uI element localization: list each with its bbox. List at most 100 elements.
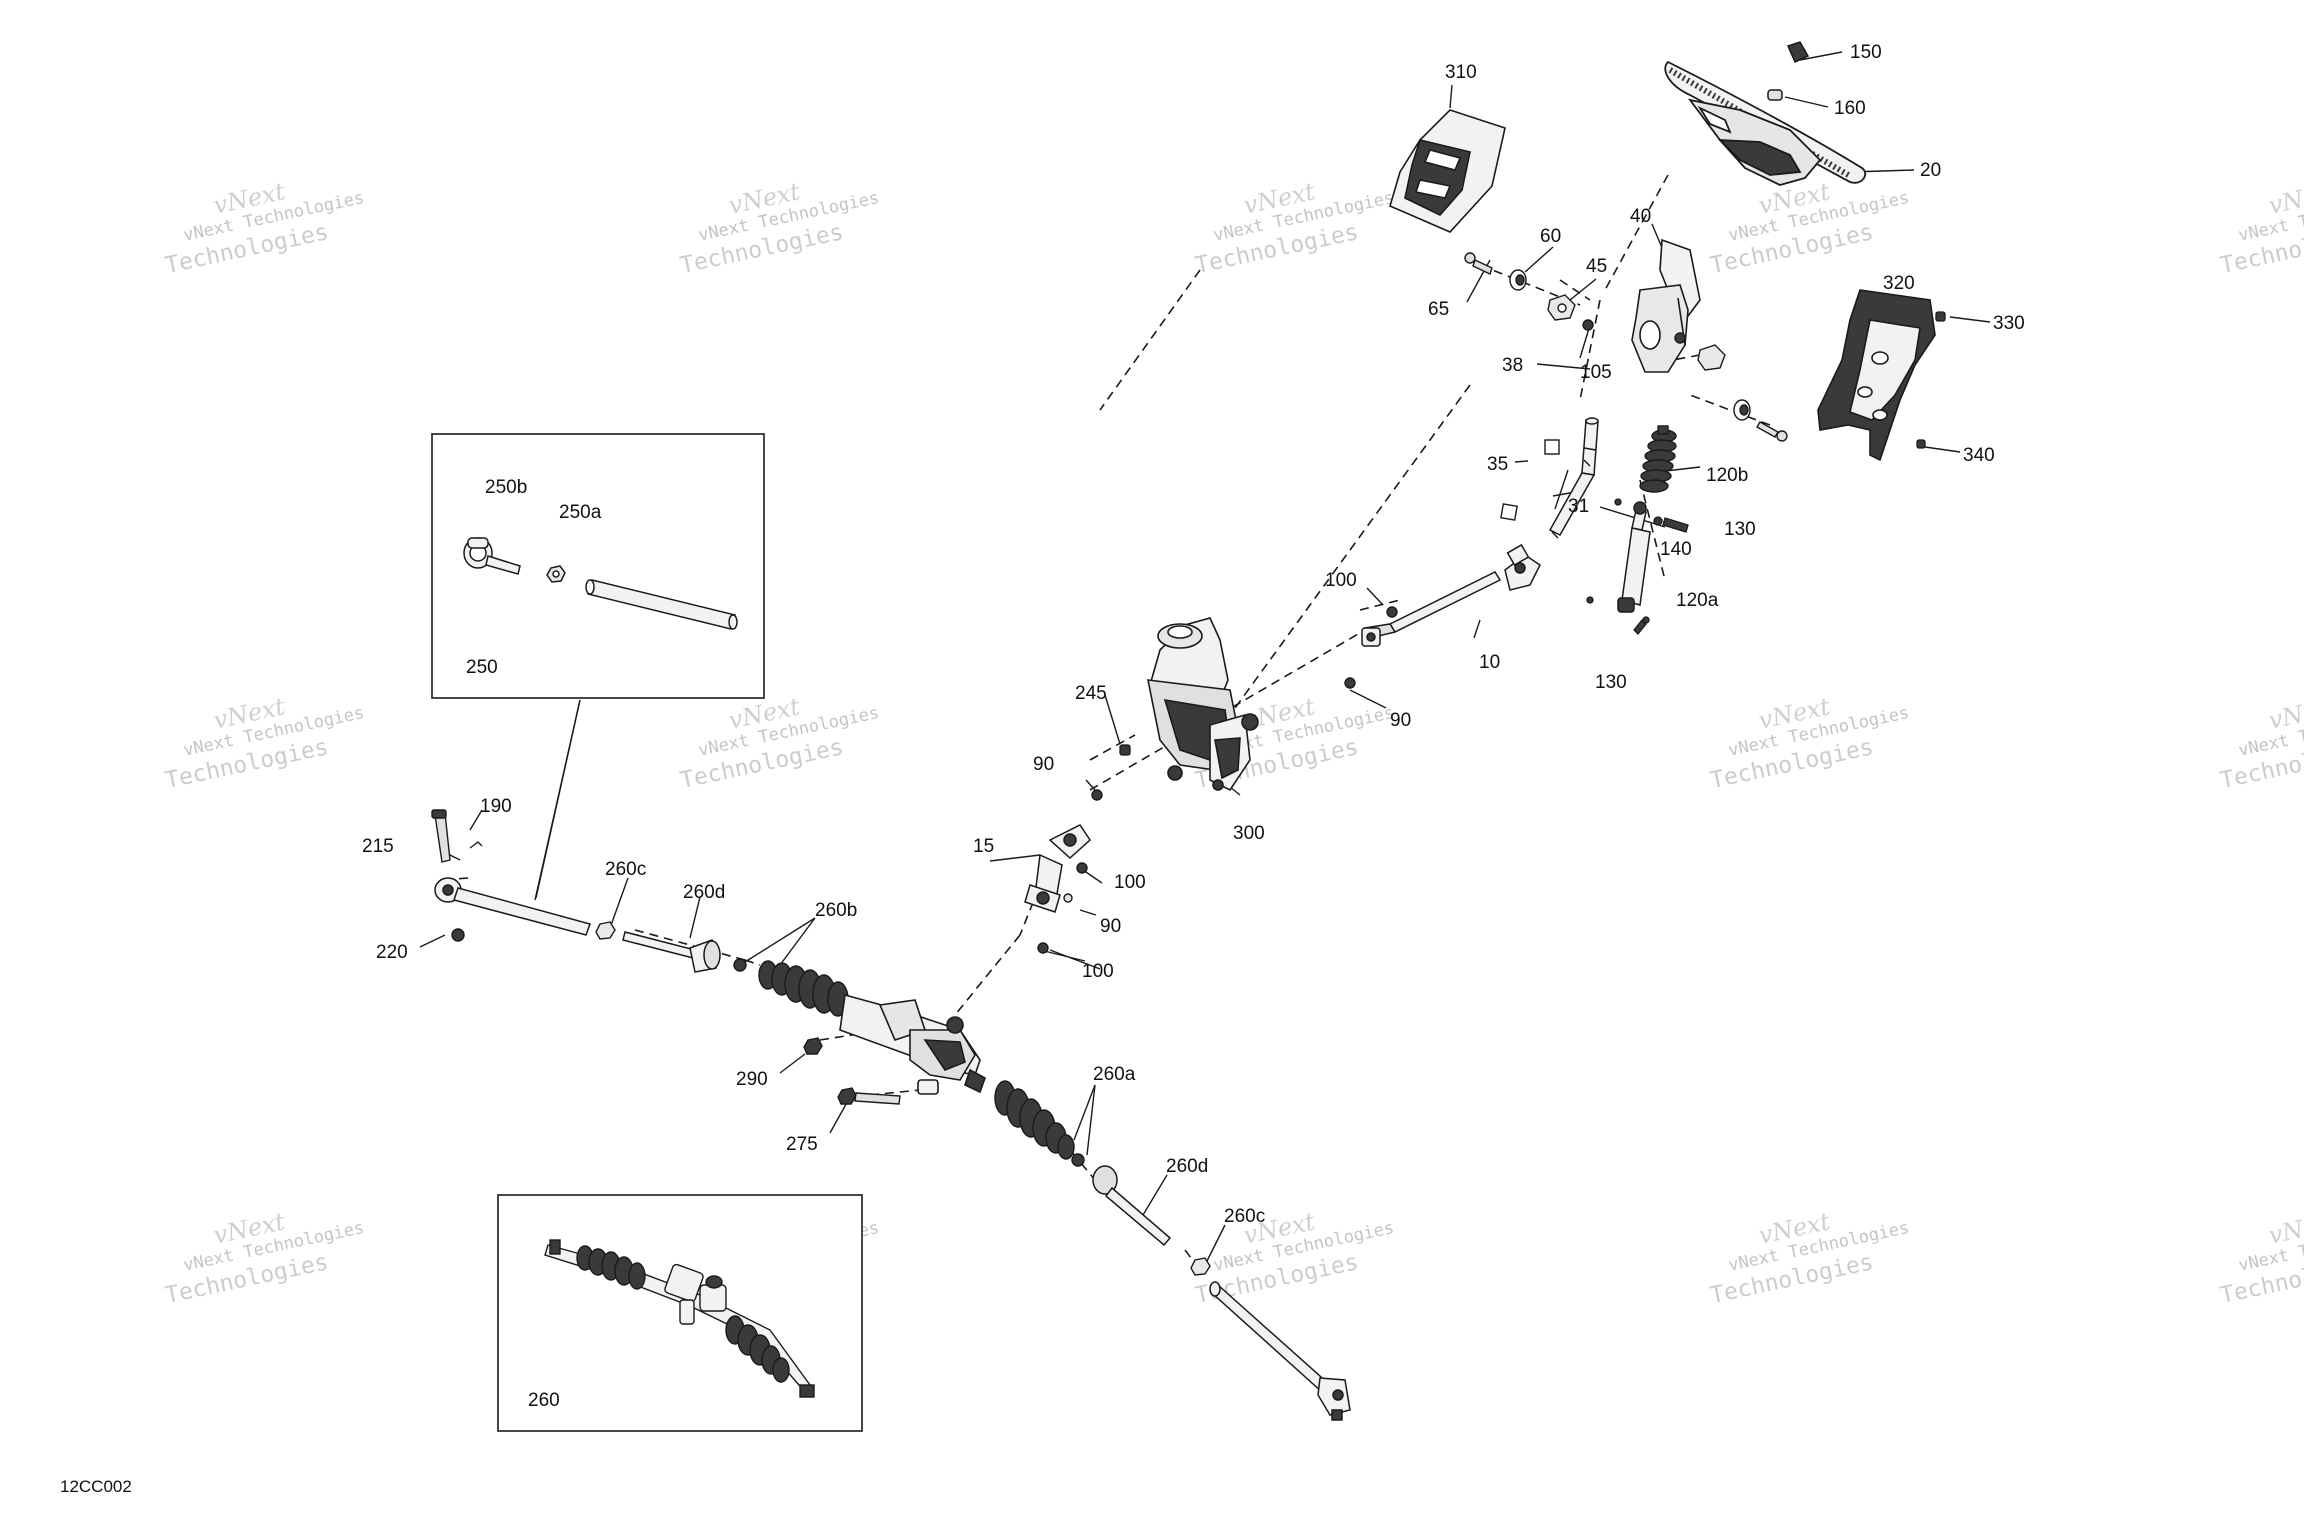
inset-steering-gear-kit: 260	[497, 1194, 863, 1432]
column-cover-upper-icon	[1389, 109, 1506, 233]
bolt-icon	[1063, 893, 1073, 903]
pivot-bushing-icon	[1697, 344, 1726, 371]
inner-tie-rod-left-icon	[622, 931, 721, 973]
watermark: vNext vNext Technologies Technologies	[163, 1207, 366, 1309]
callout-340: 340	[1963, 445, 1995, 466]
nut-icon	[1037, 942, 1049, 954]
assembly-axes	[441, 174, 1771, 1271]
callout-60: 60	[1540, 226, 1561, 247]
steering-rack-icon	[839, 993, 986, 1095]
callout-120b: 120b	[1706, 465, 1748, 486]
callout-90-upper: 90	[1390, 710, 1411, 731]
callout-250b: 250b	[485, 477, 527, 498]
callout-10: 10	[1479, 652, 1500, 673]
drawing-code: 12CC002	[60, 1477, 132, 1496]
inner-tie-rod-right-icon	[1092, 1165, 1172, 1247]
bushing-icon	[1509, 269, 1527, 291]
pivot-bolt-icon	[1464, 252, 1493, 275]
callout-260c-right: 260c	[1224, 1206, 1265, 1227]
bushing-icon	[1733, 399, 1751, 421]
watermark: vNext vNext Technologies Technologies	[2218, 177, 2304, 279]
steering-wheel-icon	[1664, 60, 1867, 186]
intermediate-shaft-icon	[1361, 543, 1541, 647]
callout-150: 150	[1850, 42, 1882, 63]
bolt-icon	[431, 809, 451, 863]
steering-damper-boot-icon	[1639, 425, 1677, 493]
screw-icon	[1119, 744, 1131, 756]
callout-260b: 260b	[815, 900, 857, 921]
clamp-icon	[1071, 1153, 1085, 1167]
inset-connector	[534, 699, 581, 901]
callout-320: 320	[1883, 273, 1915, 294]
watermark: vNext vNext Technologies Technologies	[1708, 1207, 1911, 1309]
callout-250a: 250a	[559, 502, 602, 523]
jam-nut-icon	[546, 565, 566, 583]
callout-105: 105	[1580, 362, 1612, 383]
tie-rod-tube-icon	[585, 579, 738, 630]
watermark: vNext vNext Technologies Technologies	[2218, 1207, 2304, 1309]
callout-190: 190	[480, 796, 512, 817]
watermark: vNext vNext Technologies Technologies	[1708, 177, 1911, 279]
callout-20: 20	[1920, 160, 1941, 181]
jam-nut-icon	[1190, 1257, 1211, 1276]
jam-nut-icon	[595, 921, 616, 940]
steering-rack-icon	[544, 1239, 815, 1398]
callout-100-lower: 100	[1082, 961, 1114, 982]
callout-120a: 120a	[1676, 590, 1719, 611]
callout-330: 330	[1993, 313, 2025, 334]
steering-damper-icon	[1617, 501, 1651, 613]
callout-130-lower: 130	[1595, 672, 1627, 693]
tie-rod-end-icon	[463, 537, 521, 575]
callout-260a: 260a	[1093, 1064, 1136, 1085]
upper-shaft-icon	[1548, 417, 1599, 536]
callout-310: 310	[1445, 62, 1477, 83]
column-cover-lower-icon	[1817, 289, 1936, 462]
power-steering-unit-icon	[1146, 617, 1259, 792]
callout-65: 65	[1428, 299, 1449, 320]
callouts: 150 160 20 310 40 60 45 65 105 320 330 3…	[362, 42, 2025, 1227]
nut-icon	[1076, 862, 1088, 874]
callout-130-upper: 130	[1724, 519, 1756, 540]
bolt-icon	[1344, 677, 1356, 689]
callout-38: 38	[1502, 355, 1523, 376]
callout-300: 300	[1233, 823, 1265, 844]
bolt-icon	[837, 1087, 901, 1105]
lower-u-joint-icon	[1024, 824, 1091, 913]
callout-275: 275	[786, 1134, 818, 1155]
steering-column-icon	[1631, 238, 1701, 373]
callout-260c-left: 260c	[605, 859, 646, 880]
callout-215: 215	[362, 836, 394, 857]
watermark: vNext vNext Technologies Technologies	[1193, 177, 1396, 279]
leader-lines	[419, 51, 1991, 1266]
callout-140: 140	[1660, 539, 1692, 560]
callout-260d-right: 260d	[1166, 1156, 1208, 1177]
callout-220: 220	[376, 942, 408, 963]
cotter-pin-icon	[469, 841, 483, 849]
callout-45: 45	[1586, 256, 1607, 277]
pivot-bolt-icon	[1756, 421, 1788, 442]
washer-icon	[1551, 459, 1591, 539]
nut-icon	[1386, 606, 1398, 618]
screw-icon	[1935, 311, 1946, 322]
callout-90-lower: 90	[1100, 916, 1121, 937]
callout-100-middle: 100	[1114, 872, 1146, 893]
callout-90-middle: 90	[1033, 754, 1054, 775]
callout-40: 40	[1630, 206, 1651, 227]
watermark: vNext vNext Technologies Technologies	[678, 177, 881, 279]
tie-rod-right-icon	[1209, 1281, 1351, 1421]
callout-15: 15	[973, 836, 994, 857]
watermark: vNext vNext Technologies Technologies	[1708, 692, 1911, 794]
steering-boot-left-icon	[758, 960, 849, 1017]
callout-260d-left: 260d	[683, 882, 725, 903]
center-cap-icon	[1786, 41, 1810, 64]
tie-rod-left-icon	[434, 877, 591, 936]
pivot-bushing-icon	[1547, 294, 1576, 321]
inset-label-250: 250	[466, 657, 498, 678]
nut-icon	[1582, 319, 1594, 331]
clip-icon	[1500, 439, 1560, 521]
watermark: vNext vNext Technologies Technologies	[163, 692, 366, 794]
inset-tie-rod-kit: 250b 250a 250	[431, 433, 765, 699]
nut-icon	[1091, 789, 1103, 801]
nut-icon	[1674, 332, 1686, 344]
callout-31: 31	[1568, 496, 1589, 517]
